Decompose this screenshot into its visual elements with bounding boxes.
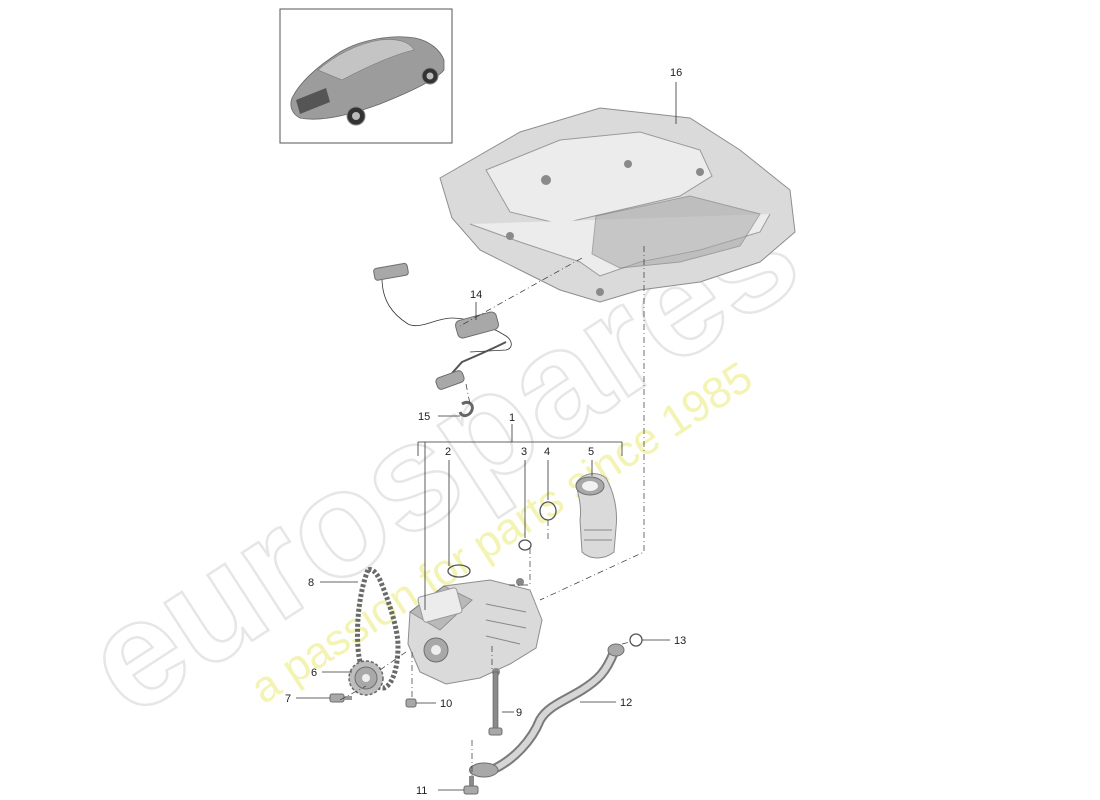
assembly-lines <box>339 246 645 776</box>
callout-4[interactable]: 4 <box>544 446 550 458</box>
callout-9[interactable]: 9 <box>516 707 522 719</box>
callout-3[interactable]: 3 <box>521 446 527 458</box>
callout-14[interactable]: 14 <box>470 289 482 301</box>
bolt-11[interactable] <box>463 776 479 795</box>
callout-labels: 16 14 15 1 2 3 4 5 8 6 7 10 9 12 13 11 <box>285 67 686 797</box>
oil-pressure-sensor-cable[interactable] <box>373 262 512 390</box>
oil-pump[interactable] <box>407 578 543 685</box>
callout-1[interactable]: 1 <box>509 412 515 424</box>
o-ring-13[interactable] <box>629 633 643 647</box>
callout-6[interactable]: 6 <box>311 667 317 679</box>
oil-pan-frame[interactable] <box>439 107 796 303</box>
callout-16[interactable]: 16 <box>670 67 682 79</box>
o-ring-3[interactable] <box>518 539 532 551</box>
callout-8[interactable]: 8 <box>308 577 314 589</box>
callout-7[interactable]: 7 <box>285 693 291 705</box>
sprocket[interactable] <box>348 660 384 696</box>
callout-5[interactable]: 5 <box>588 446 594 458</box>
callout-10[interactable]: 10 <box>440 698 452 710</box>
bolt-9[interactable] <box>488 671 503 736</box>
callout-15[interactable]: 15 <box>418 411 430 423</box>
drive-chain[interactable] <box>355 567 401 691</box>
callout-12[interactable]: 12 <box>620 697 632 709</box>
oil-intake-pipe[interactable] <box>575 473 617 559</box>
callout-11[interactable]: 11 <box>416 785 427 797</box>
oil-pipe[interactable] <box>469 643 625 778</box>
bolt-10[interactable] <box>405 698 417 708</box>
callout-2[interactable]: 2 <box>445 446 451 458</box>
thumbnail-box[interactable] <box>279 8 453 144</box>
sensor-clip[interactable] <box>458 400 474 418</box>
leader-lines <box>296 82 677 791</box>
car-icon <box>290 36 445 126</box>
callout-13[interactable]: 13 <box>674 635 686 647</box>
gasket-2[interactable] <box>447 564 471 578</box>
